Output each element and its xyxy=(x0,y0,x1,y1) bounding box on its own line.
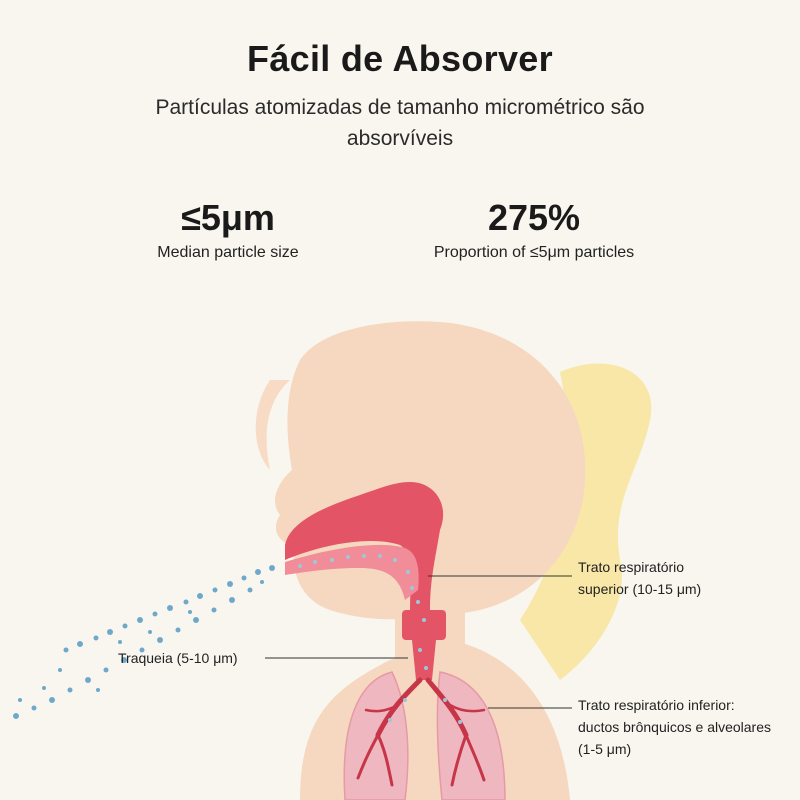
page-title: Fácil de Absorver xyxy=(247,38,553,79)
trachea xyxy=(412,640,436,680)
airway-particles xyxy=(298,554,462,724)
leader-lines xyxy=(265,575,572,709)
larynx xyxy=(402,610,446,640)
stat-particle-proportion: 275% Proportion of ≤5μm particles xyxy=(384,198,684,262)
label-lower-tract: Trato respiratório inferior: ductos brôn… xyxy=(578,697,772,757)
stat-label: Proportion of ≤5μm particles xyxy=(433,244,635,261)
stat-particle-size: ≤5μm Median particle size xyxy=(78,198,378,262)
stat-value: 275% xyxy=(487,197,581,238)
page-subtitle: Partículas atomizadas de tamanho micromé… xyxy=(155,96,645,150)
stat-label: Median particle size xyxy=(157,244,299,261)
hair-ponytail xyxy=(520,363,652,680)
hair-strand xyxy=(255,380,290,470)
label-trachea: Traqueia (5-10 μm) xyxy=(118,650,238,666)
nasal-cavity xyxy=(285,482,444,610)
child-head xyxy=(275,321,586,620)
stat-value: ≤5μm xyxy=(181,197,275,238)
oral-cavity xyxy=(285,544,419,600)
bronchi xyxy=(356,677,486,787)
right-lung xyxy=(436,671,506,800)
label-upper-tract: Trato respiratório superior (10-15 μm) xyxy=(578,559,702,597)
aerosol-particles xyxy=(13,565,275,719)
